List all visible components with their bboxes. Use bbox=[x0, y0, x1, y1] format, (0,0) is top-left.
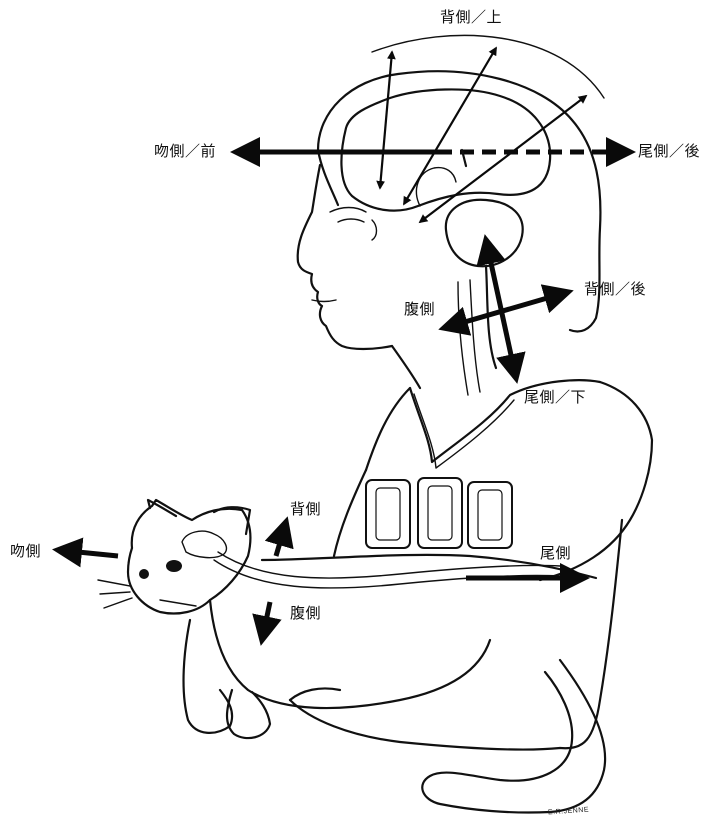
direction-arrows-human bbox=[236, 35, 630, 378]
dorsal-arc bbox=[372, 35, 604, 98]
label-ventral-human: 腹側 bbox=[404, 302, 435, 317]
label-dorsal-superior: 背側／上 bbox=[440, 10, 502, 25]
label-caudal-posterior: 尾側／後 bbox=[638, 144, 700, 159]
cat-rostral-arrow bbox=[58, 550, 118, 556]
cat-ventral-arrow bbox=[262, 602, 270, 640]
dorsal-superior-arrow-1 bbox=[380, 52, 392, 188]
direction-arrows-cat bbox=[58, 522, 584, 640]
label-rostral-anterior: 吻側／前 bbox=[154, 144, 216, 159]
label-dorsal-posterior: 背側／後 bbox=[584, 282, 646, 297]
label-cat-caudal: 尾側 bbox=[540, 546, 571, 561]
cat-figure bbox=[98, 500, 605, 813]
girl-figure bbox=[290, 71, 652, 749]
label-caudal-inferior: 尾側／下 bbox=[524, 390, 586, 405]
label-cat-ventral: 腹側 bbox=[290, 606, 321, 621]
label-cat-dorsal: 背側 bbox=[290, 502, 321, 517]
label-cat-rostral: 吻側 bbox=[10, 544, 41, 559]
shirt-letters bbox=[366, 478, 512, 548]
cat-dorsal-arrow bbox=[276, 522, 286, 556]
